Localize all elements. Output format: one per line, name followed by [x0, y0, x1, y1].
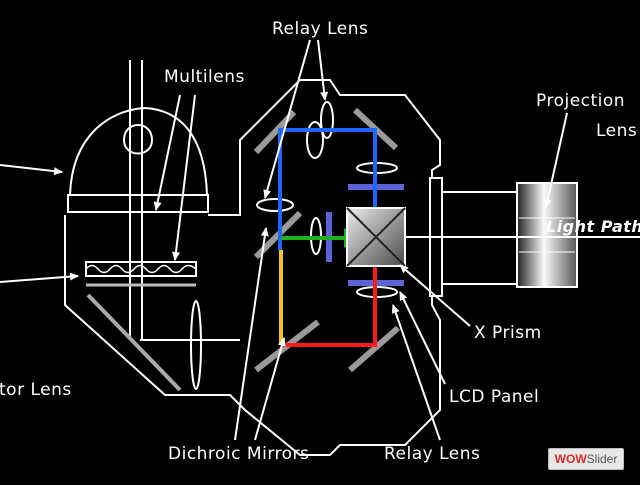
label-relay-lens-bottom: Relay Lens — [384, 444, 480, 464]
arrow-relay-top-2 — [317, 39, 329, 101]
multilens-array — [85, 261, 197, 287]
relay-lens-left-element — [256, 198, 294, 212]
arrow-relay-top-1 — [263, 39, 311, 199]
arrow-projection — [543, 112, 568, 208]
relay-lens-top-element — [306, 101, 334, 159]
label-projection-lens-1: Projection — [536, 91, 625, 111]
label-arrows — [0, 39, 568, 441]
label-light-path: Light Path — [546, 217, 640, 236]
arrow-multilens-2 — [171, 94, 196, 261]
label-multilens: Multilens — [164, 67, 245, 87]
label-relay-lens-top: Relay Lens — [272, 19, 368, 39]
watermark-part1: WOW — [554, 452, 587, 466]
label-condenser-lens: tor Lens — [0, 380, 72, 400]
labels: Relay Lens Multilens Projection Lens Lig… — [0, 19, 640, 464]
arrow-dichroic-1 — [234, 227, 269, 441]
label-projection-lens-2: Lens — [596, 121, 637, 141]
arrow-dichroic-2 — [254, 337, 286, 441]
projector-housing — [64, 79, 441, 456]
arrow-lcd — [399, 291, 446, 385]
arrow-multilens-1 — [153, 94, 181, 211]
label-dichroic-mirrors: Dichroic Mirrors — [168, 444, 309, 464]
x-prism — [346, 207, 406, 267]
arrow-relay-bottom — [391, 304, 441, 441]
label-lcd-panel: LCD Panel — [449, 387, 539, 407]
optical-rod — [129, 60, 143, 340]
arrow-x-prism — [399, 264, 471, 327]
red-beam — [281, 252, 377, 347]
blue-beam — [278, 128, 377, 250]
label-x-prism: X Prism — [474, 323, 542, 343]
arrow-condenser — [0, 272, 79, 283]
watermark-part2: Slider — [586, 452, 618, 466]
condenser-lens — [86, 293, 202, 392]
arrow-lamp — [0, 164, 63, 176]
